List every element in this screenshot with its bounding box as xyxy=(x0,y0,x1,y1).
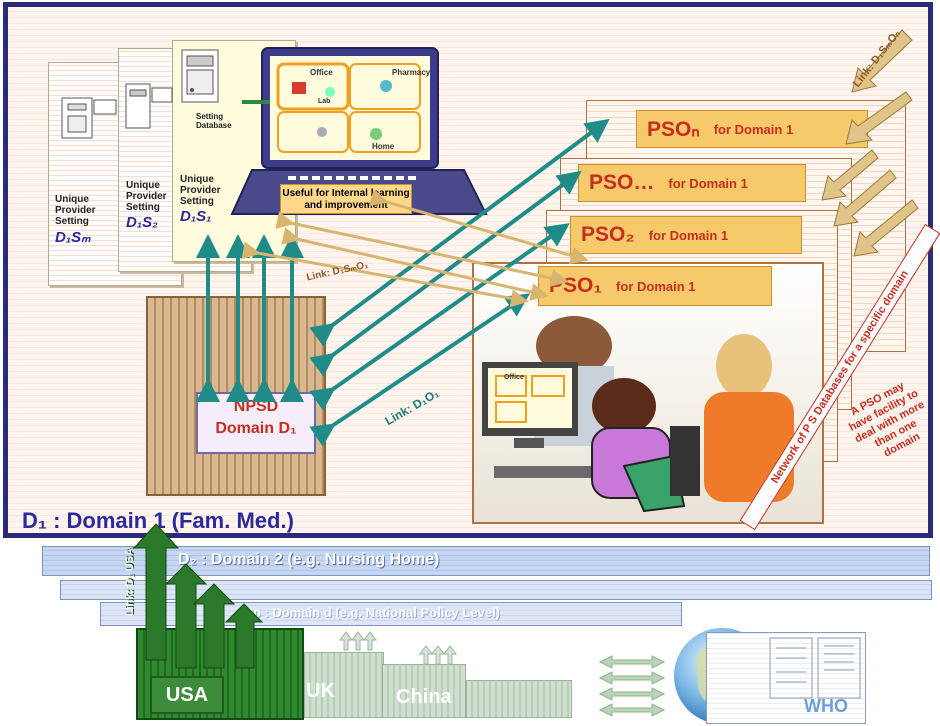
china-building xyxy=(382,664,466,718)
npsd-domain: Domain D₁ xyxy=(215,420,297,437)
link-d1usa: Link: D₁ USA xyxy=(124,547,137,617)
setting-database-icon-2 xyxy=(125,83,173,129)
setting-card-m-code: D₁Sₘ xyxy=(55,229,91,246)
domain-d-band xyxy=(100,602,682,626)
laptop-workflow-label-pharmacy: Pharmacy xyxy=(392,68,431,77)
laptop-workflow-label-office: Office xyxy=(310,68,333,77)
uk-building xyxy=(304,652,384,718)
usa-label-box xyxy=(150,676,224,714)
pso-dots-domain: for Domain 1 xyxy=(668,175,748,191)
pso-label-dots: PSO… for Domain 1 xyxy=(578,164,806,202)
china-label: China xyxy=(396,686,452,708)
setting-card-1-title: Unique Provider Setting xyxy=(180,174,221,207)
domain-2-title: D₂ : Domain 2 (e.g. Nursing Home) xyxy=(178,551,440,568)
setting-card-2-title: Unique Provider Setting xyxy=(126,180,167,213)
pso-label-n: PSOₙ for Domain 1 xyxy=(636,110,868,148)
usa-label: USA xyxy=(165,684,209,706)
who-document-lines xyxy=(769,637,861,699)
npsd-title: NPSD xyxy=(233,398,279,415)
domain-mid-band xyxy=(60,580,932,600)
pso-2-domain: for Domain 1 xyxy=(648,227,729,243)
setting-card-1-code: D₁S₁ xyxy=(180,208,212,225)
setting-database-icon-m xyxy=(61,97,117,139)
domain-d-title: Dᴅ : Domain d (e.g. National Policy Leve… xyxy=(244,605,500,620)
setting-database-icon-1 xyxy=(181,49,219,103)
pso-n-code: PSOₙ xyxy=(647,117,700,141)
setting-card-m-title: Unique Provider Setting xyxy=(55,194,96,227)
setting-database-label: Setting Database xyxy=(196,112,232,130)
uk-label: UK xyxy=(306,680,335,702)
setting-card-2-code: D₁S₂ xyxy=(126,214,158,231)
pso-1-domain: for Domain 1 xyxy=(616,278,696,294)
npsd-box xyxy=(196,392,316,454)
small-building xyxy=(466,680,572,718)
who-label: WHO xyxy=(804,696,848,716)
laptop-workflow-label-lab: Lab xyxy=(318,98,331,105)
pso-n-domain: for Domain 1 xyxy=(713,121,794,137)
who-document xyxy=(706,632,866,724)
